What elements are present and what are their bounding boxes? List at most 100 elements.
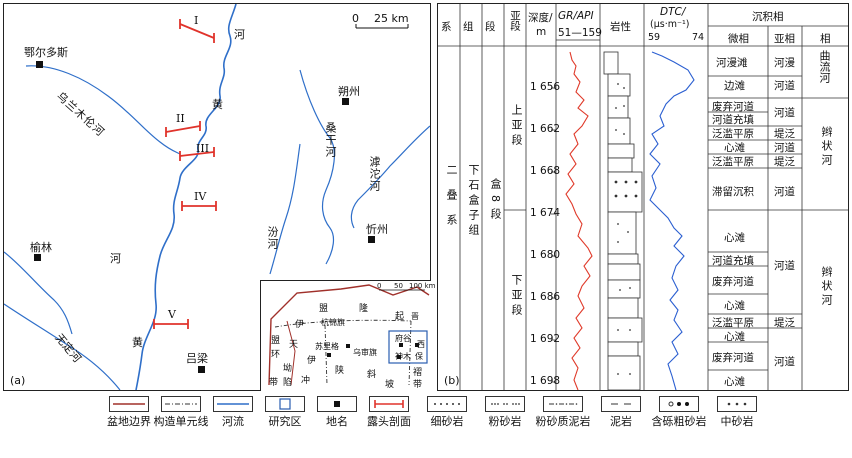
header-facies: 沉积相 [752,11,784,23]
subfacies-cell: 河漫 [774,57,795,69]
medium-sandstone-icon [717,396,757,412]
legend-item-basin-boundary: 盆地边界 [100,396,158,428]
subfacies-cell: 河道 [774,142,795,154]
map-panel: 0 25 km 鄂尔多斯 朔州 榆林 忻州 吕梁 乌兰木伦河 黄 河 河 黄 无… [3,3,435,391]
inset-label: 褶 [413,368,423,378]
inset-study-area [388,330,428,364]
river-huang-lower: 黄 [132,336,143,349]
inset-tectonic-lines [274,319,412,386]
shuozhou-marker [342,98,349,105]
legend-item-siltstone: 粉砂岩 [476,396,534,428]
header-gr: GR/API [558,10,594,22]
microfacies-cell: 废弃河道 [712,352,754,364]
river-he-top: 河 [234,28,245,41]
yulin-river-line [4,251,73,335]
fen-river-line [269,143,301,275]
inset-label: 伊 [307,356,317,366]
section-label-2: II [176,112,185,125]
river-sanggan: 桑干河 [324,122,337,158]
microfacies-cell: 心滩 [724,232,745,244]
river-icon [213,396,253,412]
eerduosi-marker [36,61,43,68]
hutuo-river-line [350,125,430,229]
inset-label: 盟 [271,336,281,346]
inset-label: 乌审旗 [353,348,377,357]
inset-label: 坳 [283,364,293,374]
microfacies-cell: 心滩 [724,331,745,343]
microfacies-cell: 泛滥平原 [712,317,754,329]
inset-label: 西 [417,340,425,349]
legend-item-place: 地名 [308,396,366,428]
subfacies-cell: 河道 [774,80,795,92]
river-he-mid: 河 [110,252,121,265]
gr-log-curve [565,51,593,390]
system-name: 二叠系 [445,164,458,239]
depth-ticks [551,87,556,383]
inset-label: 杭锦旗 [321,318,345,327]
silty-mudstone-icon [543,396,583,412]
subfacies-cell: 堤泛 [774,156,795,168]
microfacies-cell: 边滩 [724,80,745,92]
depth-label: 1 680 [530,249,561,261]
inset-label: 坡 [385,380,395,390]
header-dtc-unit: (μs·m⁻¹) [650,19,690,30]
legend-item-mudstone: 泥岩 [592,396,650,428]
legend-item-tectonic-line: 构造单元线 [152,396,210,428]
inset-label: 神木 [395,352,411,361]
tectonic-line-icon [161,396,201,412]
mudstone-icon [601,396,641,412]
inset-label: 伊 [295,320,305,330]
outcrop-sections [153,19,217,329]
inset-label: 起 [395,312,405,322]
lithology-column [603,51,643,390]
inset-label: 环 [271,350,281,360]
legend-item-medium-sandstone: 中砂岩 [708,396,766,428]
lvliang-marker [198,366,205,373]
river-hutuo: 滹沱河 [368,156,381,192]
depth-label: 1 656 [530,81,561,93]
header-facies-col: 相 [820,33,831,45]
legend-item-silty-mudstone: 粉砂质泥岩 [534,396,592,428]
submember-upper: 上亚段 [510,104,523,149]
microfacies-cell: 废弃河道 [712,276,754,288]
facies-cell: 曲流河 [818,50,831,83]
scale-distance: 25 km [374,12,409,25]
inset-basin-boundary [268,284,430,386]
depth-label: 1 668 [530,165,561,177]
fine-sandstone-icon [427,396,467,412]
header-dtc-max: 74 [692,32,705,43]
place-xinzhou: 忻州 [366,223,388,236]
inset-label: 带 [269,378,279,388]
microfacies-cell: 滞留沉积 [712,186,754,198]
inset-label: 苏里格 [315,342,339,351]
header-depth-unit: m [536,26,547,38]
place-shuozhou: 朔州 [338,85,360,98]
legend-item-river: 河流 [204,396,262,428]
yulin-marker [34,254,41,261]
legend-item-outcrop-section: 露头剖面 [360,396,418,428]
microfacies-cell: 河道充填 [712,114,754,126]
header-dtc: DTC/ [660,6,686,18]
inset-label: 晋 [411,312,419,321]
microfacies-cell: 心滩 [724,142,745,154]
pebbly-sandstone-icon [659,396,699,412]
subfacies-cell: 河道 [774,260,795,272]
microfacies-cell: 泛滥平原 [712,128,754,140]
inset-label: 陷 [283,378,293,388]
inset-label: 盟 [319,304,329,314]
header-xi: 系 [441,21,452,33]
submember-lower: 下亚段 [510,274,523,319]
microfacies-cell: 河漫滩 [716,57,748,69]
inset-label: 保 [415,352,423,361]
subfacies-cell: 堤泛 [774,128,795,140]
place-lvliang: 吕梁 [186,352,208,365]
inset-label: 天 [289,340,299,350]
river-fen: 汾河 [266,226,279,250]
yellow-river-line [135,4,237,390]
subfacies-cell: 河道 [774,186,795,198]
microfacies-cell: 河道充填 [712,255,754,267]
inset-label: 冲 [301,376,311,386]
facies-cell: 辫状河 [820,266,833,308]
wuding-river-line [4,303,121,390]
microfacies-cell: 心滩 [724,300,745,312]
